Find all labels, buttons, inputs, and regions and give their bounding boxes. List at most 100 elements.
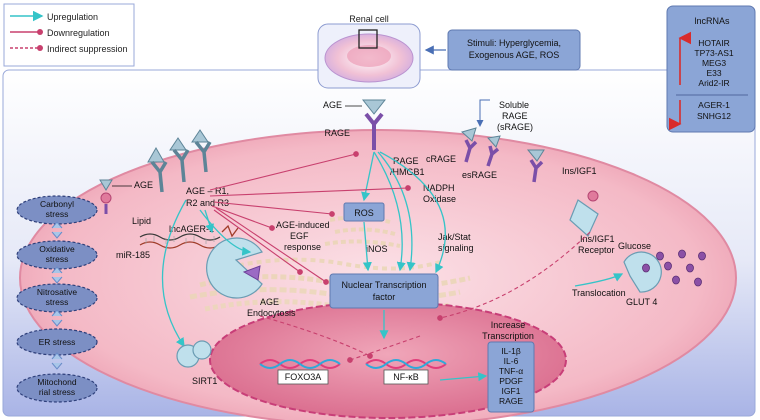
legend-upregulation-label: Upregulation bbox=[47, 12, 98, 22]
soluble-label: (sRAGE) bbox=[497, 122, 533, 132]
legend-indirect-dot bbox=[37, 45, 43, 51]
arrow-endocytosis bbox=[199, 209, 252, 256]
indirect-nfkb bbox=[347, 335, 421, 363]
glucose-molecule-icon bbox=[686, 263, 694, 273]
stimuli-line-1: Stimuli: Hyperglycemia, bbox=[467, 38, 561, 48]
target-gene: PDGF bbox=[499, 376, 523, 386]
stress-er: ER stress bbox=[16, 328, 98, 356]
sirt1: SIRT1 bbox=[176, 340, 217, 386]
inhibit-nadph bbox=[209, 185, 411, 197]
soluble-rage: Soluble RAGE (sRAGE) bbox=[476, 99, 533, 132]
legend-indirect-label: Indirect suppression bbox=[47, 44, 128, 54]
age-top-label: AGE bbox=[323, 100, 342, 110]
left-receptor-cluster: AGE Lipid bbox=[99, 129, 212, 226]
stress-label: Carbonyl bbox=[40, 199, 74, 209]
arrow-ros-ntf bbox=[362, 221, 372, 272]
rna-interaction: miR-185 lncAGER-1 bbox=[116, 224, 239, 260]
age-ligand-icon bbox=[487, 135, 501, 148]
stress-label: stress bbox=[46, 254, 69, 264]
age-left-label: AGE bbox=[134, 180, 153, 190]
stress-label: Mitochond bbox=[37, 377, 76, 387]
glucose-molecule-icon bbox=[672, 275, 680, 285]
bidirectional-arrow-icon bbox=[51, 309, 63, 327]
inhibit-ntf bbox=[215, 207, 329, 285]
indirect-foxo3a bbox=[259, 315, 373, 359]
glucose-molecule-icon bbox=[678, 249, 686, 259]
bidirectional-arrow-icon bbox=[51, 221, 63, 239]
arrow-jak-ntf bbox=[379, 151, 446, 274]
ntf-box bbox=[329, 273, 439, 309]
rage-hmgb1-label: RAGE bbox=[393, 156, 419, 166]
age-ligand-icon bbox=[242, 265, 261, 281]
target-gene: IL-1β bbox=[501, 346, 521, 356]
egf-label: EGF bbox=[290, 231, 309, 241]
lipid-label: Lipid bbox=[132, 216, 151, 226]
lncrna-down-item: AGER-1 bbox=[698, 100, 730, 110]
legend-downregulation-dot bbox=[37, 29, 43, 35]
glucose-molecule-icon bbox=[642, 263, 650, 273]
ins-receptor-label: Receptor bbox=[578, 245, 615, 255]
legend: Upregulation Downregulation Indirect sup… bbox=[3, 3, 135, 67]
dna-helix-nfkb: NF-κB bbox=[365, 359, 447, 385]
lncrna-up-item: E33 bbox=[706, 68, 721, 78]
glut4-transporter: Glucose Translocation GLUT 4 bbox=[572, 241, 706, 307]
lncrna-box: lncRNAs HOTAIR TP73-AS1 MEG3 E33 Arid2-I… bbox=[666, 5, 756, 133]
stress-column: Carbonyl stress Oxidative stress Nitrosa… bbox=[16, 195, 98, 403]
nfkb-label: NF-κB bbox=[393, 372, 419, 382]
crage-label: cRAGE bbox=[426, 154, 456, 164]
lncrna-title: lncRNAs bbox=[694, 16, 730, 26]
sirt1-label: SIRT1 bbox=[192, 376, 217, 386]
stimuli-box bbox=[447, 29, 581, 71]
nadph-label: Oxidase bbox=[423, 194, 456, 204]
lipid-particle-icon bbox=[100, 192, 112, 204]
lncrna-up-item: MEG3 bbox=[702, 58, 726, 68]
legend-downregulation-label: Downregulation bbox=[47, 28, 110, 38]
translocation-label: Translocation bbox=[572, 288, 626, 298]
glut4-label: GLUT 4 bbox=[626, 297, 657, 307]
arrow-sirt1 bbox=[161, 199, 187, 348]
crage-receptor-icon bbox=[464, 139, 478, 163]
rage-receptor-icon bbox=[529, 159, 544, 183]
soluble-label: RAGE bbox=[502, 111, 528, 121]
indirect-suppression-arrows bbox=[259, 231, 591, 363]
inhibit-egf bbox=[211, 205, 275, 231]
stress-label: rial stress bbox=[39, 387, 75, 397]
age-ligand-icon bbox=[361, 99, 387, 115]
increase-label: Increase bbox=[491, 320, 526, 330]
arrow-rage-ntf bbox=[373, 151, 406, 272]
bidirectional-arrow-icon bbox=[51, 266, 63, 284]
target-gene: RAGE bbox=[499, 396, 523, 406]
age-ligand-icon bbox=[460, 127, 477, 142]
arrow-transcription bbox=[439, 372, 488, 382]
age-ligand-icon bbox=[526, 149, 545, 162]
jak-label: Jak/Stat bbox=[438, 232, 471, 242]
glucose-molecule-icon bbox=[664, 261, 672, 271]
arrow-rage-ros bbox=[361, 151, 375, 202]
insulin-ligand-icon bbox=[587, 190, 599, 202]
crage-esrage: cRAGE esRAGE bbox=[426, 127, 545, 183]
age-r-label: R2 and R3 bbox=[186, 198, 229, 208]
ins-receptor-label: Ins/IGF1 bbox=[580, 234, 615, 244]
ins-igf1-receptor: Ins/IGF1 Ins/IGF1 Receptor bbox=[562, 166, 615, 255]
renal-zoom-square bbox=[358, 29, 378, 49]
inhibit-rage bbox=[209, 151, 359, 191]
stress-label: stress bbox=[46, 297, 69, 307]
foxo3a-label: FOXO3A bbox=[285, 372, 322, 382]
stress-label: Nitrosative bbox=[37, 287, 77, 297]
glucose-label: Glucose bbox=[618, 241, 651, 251]
lncrna-up-item: HOTAIR bbox=[698, 38, 729, 48]
age-r-label: AGE – R1, bbox=[186, 186, 229, 196]
soluble-label: Soluble bbox=[499, 100, 529, 110]
target-gene: TNF-α bbox=[499, 366, 523, 376]
esrage-label: esRAGE bbox=[462, 170, 497, 180]
stress-label: stress bbox=[46, 209, 69, 219]
dna-helix-foxo3a: FOXO3A bbox=[259, 359, 341, 385]
foxo3a-box bbox=[277, 369, 329, 385]
stress-nitrosative: Nitrosative stress bbox=[16, 283, 98, 313]
lncager-label: lncAGER-1 bbox=[169, 224, 214, 234]
target-gene: IL-6 bbox=[504, 356, 519, 366]
stress-mitochondrial: Mitochond rial stress bbox=[16, 373, 98, 403]
lncrna-up-item: Arid2-IR bbox=[698, 78, 729, 88]
renal-nucleus-shape bbox=[347, 45, 391, 67]
